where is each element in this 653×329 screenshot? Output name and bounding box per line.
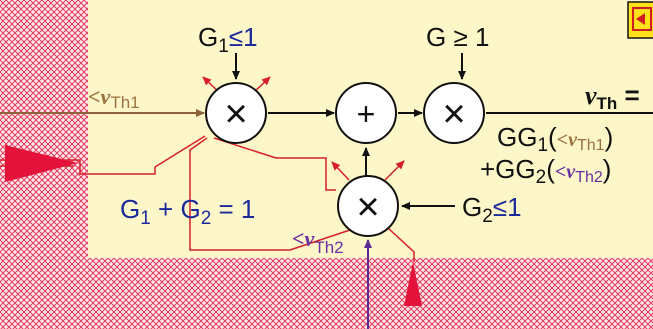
block-icon[interactable] bbox=[627, 1, 653, 39]
multiplier-right[interactable]: × bbox=[423, 82, 485, 144]
gain-constraint-label: G1 + G2 = 1 bbox=[120, 194, 255, 229]
multiplier-bottom[interactable]: × bbox=[337, 175, 399, 237]
red-triangle-bottom bbox=[404, 262, 422, 306]
g1-gain-label: G1≤1 bbox=[198, 22, 258, 57]
formula-line-2: +GG2(<vTh2) bbox=[480, 154, 611, 188]
red-wire-to-bottom-mult bbox=[213, 137, 336, 191]
multiplier-left[interactable]: × bbox=[205, 82, 267, 144]
adder-symbol: + bbox=[357, 96, 376, 132]
red-wire-left-to-mult bbox=[0, 135, 206, 175]
multiplier-right-symbol: × bbox=[442, 92, 465, 136]
formula-line-1: GG1(<vTh1) bbox=[497, 122, 613, 156]
multiplier-bottom-symbol: × bbox=[356, 185, 379, 229]
adder[interactable]: + bbox=[335, 82, 397, 144]
input2-label: <vTh2 bbox=[292, 226, 344, 257]
g-gain-label: G ≥ 1 bbox=[426, 22, 489, 52]
red-arrow-3 bbox=[384, 160, 405, 181]
g2-gain-label: G2≤1 bbox=[462, 192, 522, 227]
red-wire-loop bbox=[189, 137, 351, 251]
red-arrow-4 bbox=[331, 161, 350, 181]
red-triangle-left bbox=[5, 145, 78, 182]
input1-label: <vTh1 bbox=[88, 84, 140, 112]
red-wire-bottom-right bbox=[387, 227, 415, 262]
output-label: vTh = bbox=[585, 80, 640, 113]
multiplier-left-symbol: × bbox=[224, 92, 247, 136]
